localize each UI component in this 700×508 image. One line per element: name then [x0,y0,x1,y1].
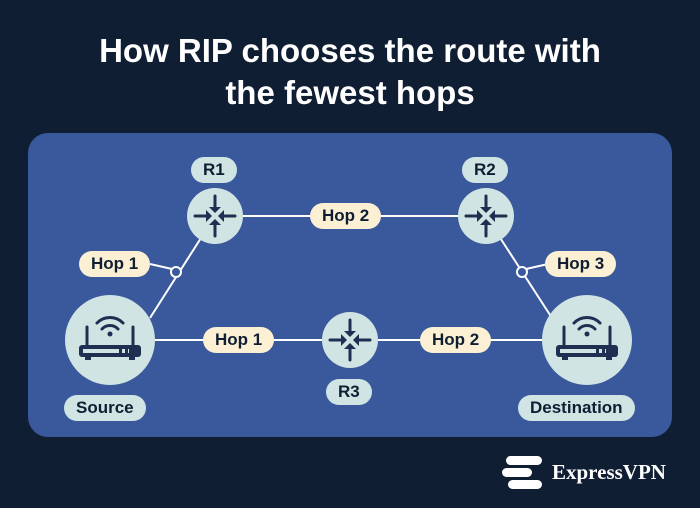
router-arrows-icon [193,194,237,238]
hop-label-source-r1: Hop 1 [79,251,151,277]
source-label: Source [64,395,146,421]
router-arrows-icon [464,194,508,238]
wifi-router-icon [556,316,618,360]
expressvpn-logo-icon [502,456,542,489]
hop-label-source-r3: Hop 1 [203,327,275,353]
link-marker-hop1 [170,266,182,278]
source-device [65,295,155,385]
router-r3 [322,312,378,368]
router-r1-label: R1 [191,157,237,183]
router-r2-label: R2 [462,157,508,183]
hop-label-r3-destination: Hop 2 [420,327,492,353]
router-r2 [458,188,514,244]
brand-name: ExpressVPN [552,460,666,484]
diagram-title: How RIP chooses the route with the fewes… [0,30,700,114]
router-arrows-icon [328,318,372,362]
link-marker-hop3 [516,266,528,278]
hop-label-r2-destination: Hop 3 [545,251,617,277]
destination-label: Destination [518,395,635,421]
destination-device [542,295,632,385]
router-r3-label: R3 [326,379,372,405]
title-line-1: How RIP chooses the route with [99,32,601,69]
wifi-router-icon [79,316,141,360]
hop-label-r1-r2: Hop 2 [310,203,382,229]
router-r1 [187,188,243,244]
title-line-2: the fewest hops [225,74,475,111]
